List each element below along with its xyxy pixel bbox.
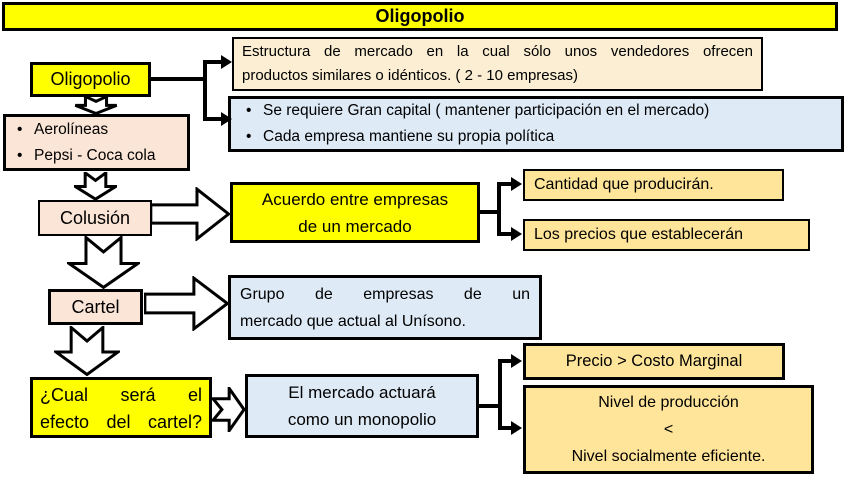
nivel-line3: Nivel socialmente eficiente. [571,448,766,465]
mercado-line1: El mercado actuará [288,383,436,402]
grupo-box: Grupo de empresas de un mercado que actu… [228,275,542,340]
precios-label: Los precios que establecerán [534,226,744,243]
precio-costo-label: Precio > Costo Marginal [565,352,743,370]
connector-oligopolio-stub [150,77,207,81]
cartel-label: Cartel [71,296,120,317]
nivel-box: Nivel de producción < Nivel socialmente … [523,385,814,474]
bullet-item: • Aerolíneas [8,117,185,143]
connector-mercado-vertical [498,359,502,430]
right-arrow-cartel-grupo [144,276,230,331]
arrowhead-cantidad [511,177,522,191]
cartel-box: Cartel [48,289,143,325]
grupo-line2: mercado que actual al Unísono. [240,313,466,330]
connector-definition-line [203,60,222,64]
connector-requirements-line [203,117,222,121]
definition-box: Estructura de mercado en la cual sólo un… [232,37,763,91]
grupo-line1: Grupo de empresas de un [240,286,530,303]
acuerdo-line1: Acuerdo entre empresas [261,189,449,209]
requirements-box: • Se requiere Gran capital ( mantener pa… [228,96,844,152]
down-arrow-cartel-efecto [54,326,120,376]
connector-acuerdo-stub [479,210,501,214]
right-arrow-colusion-acuerdo [150,187,231,241]
cantidad-box: Cantidad que producirán. [523,169,784,201]
acuerdo-line2: de un mercado [298,216,412,236]
definition-line1: Estructura de mercado en la cual sólo un… [242,43,753,60]
bullet-glyph: • [17,120,23,138]
example-text: Pepsi - Coca cola [34,146,156,164]
oligopolio-box: Oligopolio [30,62,151,97]
right-arrow-efecto-mercado [212,387,245,432]
connector-acuerdo-vertical [497,182,501,236]
nivel-line1: Nivel de producción [598,394,739,411]
requirement-text: Se requiere Gran capital ( mantener part… [263,102,710,119]
colusion-label: Colusión [59,207,131,228]
connector-precio-costo-line [498,359,512,363]
efecto-line1: ¿Cual será el [40,385,202,405]
arrowhead-nivel [511,421,522,435]
connector-oligopolio-vertical [203,60,207,121]
definition-line2: productos similares o idénticos. ( 2 - 1… [242,67,578,84]
nivel-line2: < [663,421,674,438]
arrowhead-precio-costo [511,354,522,368]
efecto-box: ¿Cual será el efecto del cartel? [30,377,212,438]
example-text: Aerolíneas [34,120,109,138]
title-banner: Oligopolio [2,2,838,31]
colusion-box: Colusión [38,200,152,236]
mercado-box: El mercado actuará como un monopolio [245,374,479,438]
connector-precios-line [497,232,512,236]
bullet-item: • Pepsi - Coca cola [8,143,185,169]
bullet-item: • Se requiere Gran capital ( mantener pa… [237,98,835,124]
arrowhead-requirements [221,112,232,126]
down-arrow-colusion-cartel [67,236,140,289]
oligopolio-label: Oligopolio [50,69,131,89]
arrowhead-definition [221,55,232,69]
precio-costo-box: Precio > Costo Marginal [523,343,785,380]
connector-cantidad-line [497,182,512,186]
bullet-glyph: • [17,146,23,164]
bullet-glyph: • [246,128,252,145]
examples-box: • Aerolíneas • Pepsi - Coca cola [3,114,190,171]
mercado-line2: como un monopolio [287,410,437,429]
bullet-glyph: • [246,102,252,119]
page-title: Oligopolio [375,6,465,26]
requirement-text: Cada empresa mantiene su propia política [263,128,555,145]
precios-box: Los precios que establecerán [523,219,810,251]
arrowhead-precios [511,227,522,241]
bullet-item: • Cada empresa mantiene su propia políti… [237,124,835,150]
acuerdo-box: Acuerdo entre empresas de un mercado [230,182,480,243]
down-arrow-examples-colusion [74,172,117,200]
down-arrow-oligopolio-examples [74,96,118,114]
efecto-line2: efecto del cartel? [40,412,202,432]
connector-nivel-line [498,426,512,430]
cantidad-label: Cantidad que producirán. [534,176,714,193]
connector-mercado-stub [478,404,502,408]
